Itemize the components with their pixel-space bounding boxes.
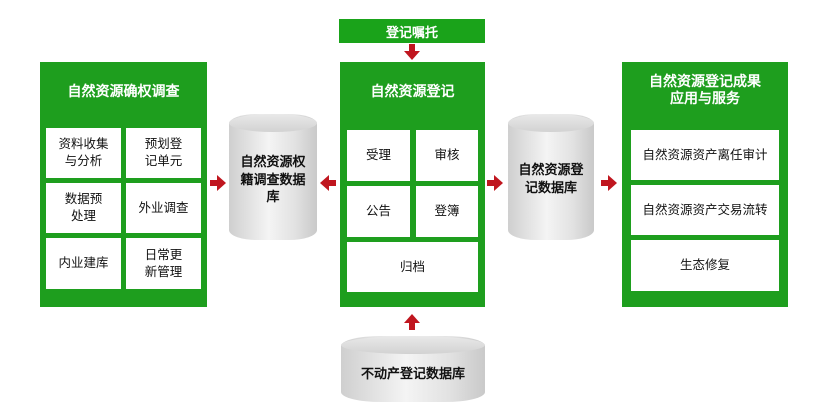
right-arrow-icon	[487, 175, 503, 191]
item-asset-transfer: 自然资源资产交易流转	[631, 185, 779, 235]
cell-accept: 受理	[347, 130, 410, 181]
cell-data-preprocessing: 数据预 处理	[46, 183, 121, 233]
cylinder-rights-survey-database-label: 自然资源权 籍调查数据 库	[240, 155, 306, 206]
cell-announcement: 公告	[347, 186, 410, 237]
right-arrow-icon	[601, 175, 617, 191]
cylinder-registration-database: 自然资源登 记数据库	[508, 114, 594, 240]
cylinder-real-estate-database-label: 不动产登记数据库	[360, 367, 465, 382]
left-arrow-icon	[320, 175, 336, 191]
down-arrow-icon	[404, 44, 420, 60]
cylinder-real-estate-database: 不动产登记数据库	[341, 336, 485, 402]
cell-pre-divide-units: 预划登 记单元	[126, 128, 201, 178]
cell-review: 审核	[416, 130, 478, 181]
item-ecological-restoration: 生态修复	[631, 240, 779, 291]
right-arrow-icon	[210, 175, 226, 191]
cylinder-registration-database-label: 自然资源登 记数据库	[518, 163, 584, 196]
item-departure-audit: 自然资源资产离任审计	[631, 130, 779, 180]
cell-field-survey: 外业调查	[126, 183, 201, 233]
right-panel-title: 自然资源登记成果 应用与服务	[649, 74, 761, 107]
left-panel-rights-survey: 自然资源确权调查 资料收集 与分析 预划登 记单元 数据预 处理 外业调查 内业…	[40, 62, 207, 307]
cylinder-rights-survey-database: 自然资源权 籍调查数据 库	[229, 114, 317, 240]
cell-archive: 归档	[347, 242, 478, 292]
cell-routine-update: 日常更 新管理	[126, 238, 201, 289]
up-arrow-icon	[404, 314, 420, 330]
top-banner-registration-commission: 登记嘱托	[339, 19, 485, 43]
cell-register-book: 登簿	[416, 186, 478, 237]
cell-data-collection: 资料收集 与分析	[46, 128, 121, 178]
center-panel-registration: 自然资源登记 受理 审核 公告 登簿 归档	[340, 62, 485, 307]
center-panel-title: 自然资源登记	[370, 84, 455, 100]
left-panel-title: 自然资源确权调查	[67, 84, 180, 100]
right-panel-applications: 自然资源登记成果 应用与服务 自然资源资产离任审计 自然资源资产交易流转 生态修…	[622, 62, 788, 307]
cell-office-database: 内业建库	[46, 238, 121, 289]
